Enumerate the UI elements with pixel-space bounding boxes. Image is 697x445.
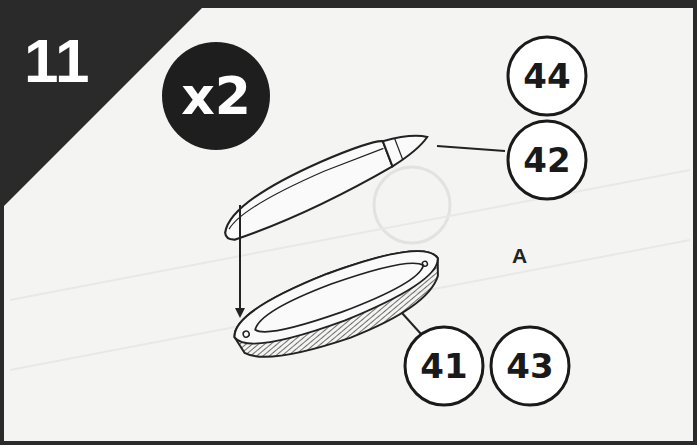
quantity-text: x2 [181,70,251,122]
callout-circle: 44 [506,35,588,117]
callout-number: 44 [523,59,570,93]
callout-number: 41 [420,349,467,383]
view-label: A [512,244,527,268]
callout-circle: 43 [489,325,571,407]
quantity-badge: x2 [160,40,272,152]
step-number: 11 [24,30,90,92]
callout-number: 43 [506,349,553,383]
callout-circle: 41 [403,325,485,407]
lid-part [213,122,437,242]
callout-number: 42 [523,143,570,177]
callout-circle: 42 [506,119,588,201]
